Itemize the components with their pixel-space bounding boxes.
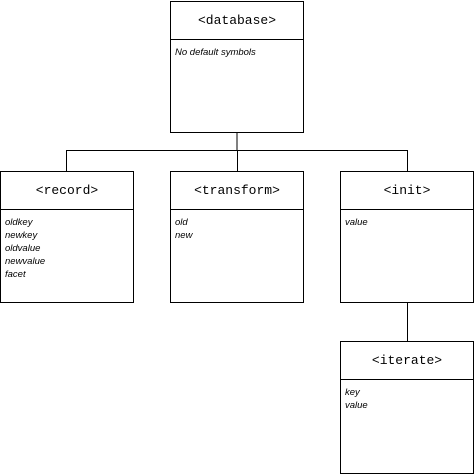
iterate-node-symbols: key value (341, 380, 473, 412)
record-node: <record> oldkey newkey oldvalue newvalue… (0, 171, 134, 303)
init-node-title: <init> (341, 172, 473, 210)
transform-node-title: <transform> (171, 172, 303, 210)
database-node-symbols: No default symbols (171, 40, 303, 59)
database-node: <database> No default symbols (170, 1, 304, 133)
record-node-symbols: oldkey newkey oldvalue newvalue facet (1, 210, 133, 281)
iterate-node-title: <iterate> (341, 342, 473, 380)
symbol-item: value (345, 400, 368, 411)
init-node-symbols: value (341, 210, 473, 229)
symbol-item: oldvalue (5, 243, 41, 254)
transform-node: <transform> old new (170, 171, 304, 303)
symbol-item: old (175, 217, 188, 228)
init-node: <init> value (340, 171, 474, 303)
symbol-item: value (345, 217, 368, 228)
symbol-item: facet (5, 269, 26, 280)
transform-node-symbols: old new (171, 210, 303, 242)
symbol-item: newkey (5, 230, 38, 241)
record-node-title: <record> (1, 172, 133, 210)
symbol-item: key (345, 387, 360, 398)
database-node-title: <database> (171, 2, 303, 40)
iterate-node: <iterate> key value (340, 341, 474, 474)
symbol-item: No default symbols (175, 47, 256, 58)
symbol-item: oldkey (5, 217, 33, 228)
symbol-item: newvalue (5, 256, 46, 267)
symbol-item: new (175, 230, 193, 241)
